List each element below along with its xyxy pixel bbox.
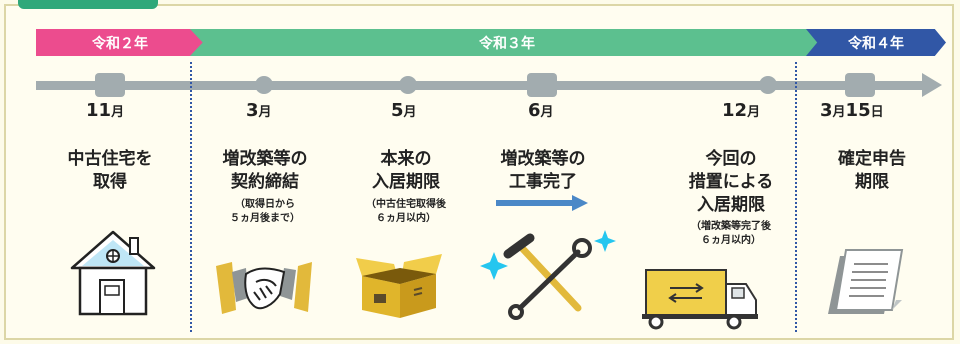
document-icon	[828, 249, 904, 314]
progress-arrowhead	[572, 195, 588, 211]
step-title: 本来の入居期限	[372, 149, 440, 192]
era-reiwa2-banner: 令和２年	[36, 29, 204, 56]
date-label: 3月	[246, 100, 272, 121]
era-divider	[795, 62, 797, 332]
era-reiwa4-banner: 令和４年	[806, 29, 946, 56]
timeline-axis	[36, 81, 926, 90]
header-tab	[18, 0, 158, 9]
step-construction-complete: 増改築等の工事完了	[468, 148, 618, 328]
progress-arrow	[496, 200, 574, 206]
era-reiwa4-label: 令和４年	[848, 35, 904, 52]
step-title: 確定申告期限	[838, 149, 906, 192]
step-title: 中古住宅を取得	[67, 149, 153, 192]
era-reiwa3-banner: 令和３年	[190, 29, 824, 56]
timeline-marker-square	[527, 73, 557, 97]
date-label: 3月15日	[820, 100, 884, 121]
timeline-marker-square	[95, 73, 125, 97]
step-tax-deadline: 確定申告期限	[797, 148, 947, 328]
date-label: 6月	[528, 100, 554, 121]
timeline-arrowhead	[922, 73, 942, 97]
step-purchase: 中古住宅を取得	[35, 148, 185, 328]
cardboard-box-icon	[356, 254, 442, 318]
step-title: 増改築等の契約締結	[222, 149, 308, 192]
handshake-icon	[216, 262, 312, 314]
step-title: 今回の措置による入居期限	[688, 149, 774, 215]
timeline-marker-dot	[759, 76, 777, 94]
timeline-marker-dot	[255, 76, 273, 94]
timeline-marker-dot	[399, 76, 417, 94]
date-label: 11月	[86, 100, 125, 121]
era-divider	[190, 62, 192, 332]
era-reiwa3-label: 令和３年	[479, 35, 535, 52]
timeline-marker-square	[845, 73, 875, 97]
date-label: 5月	[391, 100, 417, 121]
step-title: 増改築等の工事完了	[500, 149, 586, 192]
truck-icon	[642, 269, 758, 330]
era-reiwa2-label: 令和２年	[92, 35, 148, 52]
date-label: 12月	[722, 100, 761, 121]
tools-icon	[480, 230, 616, 320]
house-icon	[70, 230, 156, 316]
